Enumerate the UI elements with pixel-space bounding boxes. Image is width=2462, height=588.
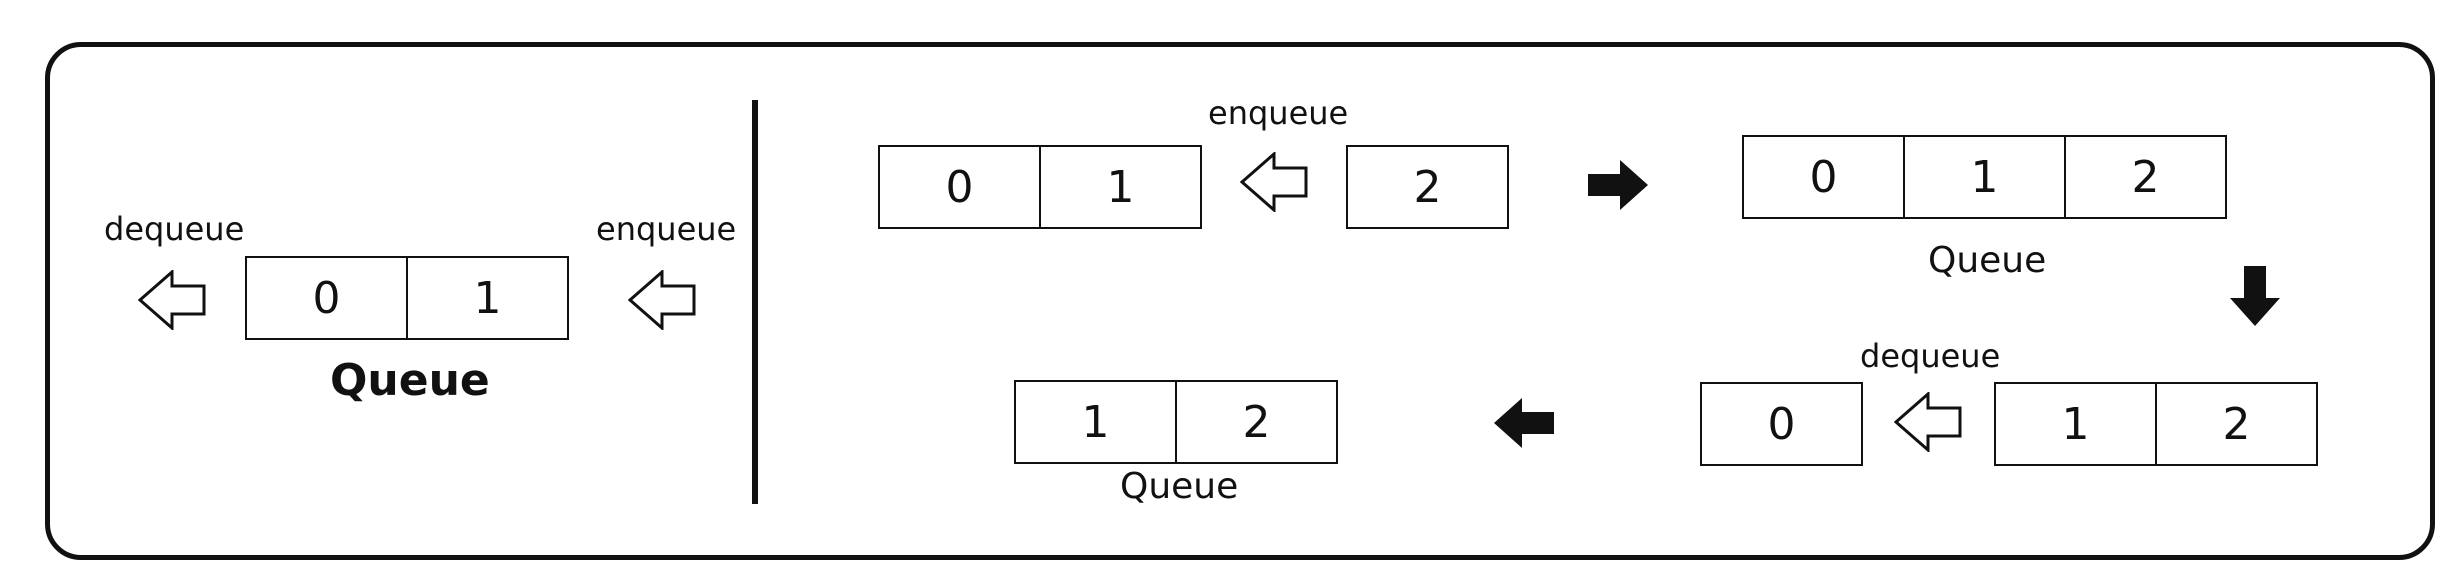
enqueue-label: enqueue bbox=[596, 210, 737, 248]
hollow-left-arrow-icon bbox=[1894, 392, 1964, 452]
dequeue-label: dequeue bbox=[104, 210, 245, 248]
queue-cell: 0 bbox=[245, 256, 408, 340]
queue-cell: 2 bbox=[1175, 380, 1338, 464]
queue-label: Queue bbox=[330, 355, 490, 406]
queue-cell: 2 bbox=[2155, 382, 2318, 466]
outgoing-cell: 0 bbox=[1700, 382, 1863, 466]
panel-divider bbox=[752, 100, 758, 504]
dequeue-label: dequeue bbox=[1860, 337, 2001, 375]
queue-box: 1 2 bbox=[1014, 380, 1338, 464]
queue-box: 0 1 bbox=[245, 256, 569, 340]
queue-cell: 0 bbox=[1742, 135, 1905, 219]
queue-cell: 0 bbox=[878, 145, 1041, 229]
queue-label: Queue bbox=[1928, 240, 2047, 281]
hollow-left-arrow-icon bbox=[1240, 152, 1310, 212]
queue-cell: 1 bbox=[1039, 145, 1202, 229]
queue-cell: 1 bbox=[1014, 380, 1177, 464]
queue-cell: 1 bbox=[1903, 135, 2066, 219]
queue-cell: 2 bbox=[2064, 135, 2227, 219]
incoming-cell: 2 bbox=[1346, 145, 1509, 229]
solid-left-arrow-icon bbox=[1492, 398, 1554, 448]
solid-down-arrow-icon bbox=[2230, 266, 2280, 328]
queue-cell: 1 bbox=[406, 256, 569, 340]
queue-cell: 1 bbox=[1994, 382, 2157, 466]
hollow-left-arrow-icon bbox=[628, 270, 698, 330]
solid-right-arrow-icon bbox=[1588, 160, 1650, 210]
hollow-left-arrow-icon bbox=[138, 270, 208, 330]
enqueue-label: enqueue bbox=[1208, 94, 1349, 132]
queue-label: Queue bbox=[1120, 466, 1239, 507]
queue-box: 0 1 bbox=[878, 145, 1202, 229]
queue-box: 1 2 bbox=[1994, 382, 2318, 466]
queue-box: 0 1 2 bbox=[1742, 135, 2227, 219]
